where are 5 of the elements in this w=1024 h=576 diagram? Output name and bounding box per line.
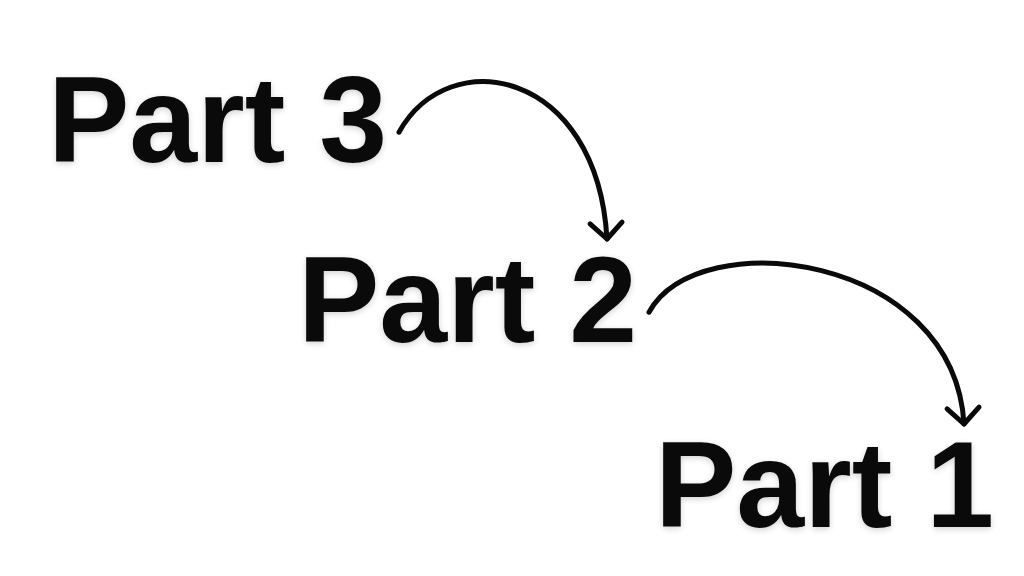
curved-arrow [396,79,624,242]
part-label: Part 3 [48,59,388,181]
part-label: Part 1 [655,424,995,546]
part-label: Part 2 [298,239,638,361]
curved-arrow [646,260,980,427]
